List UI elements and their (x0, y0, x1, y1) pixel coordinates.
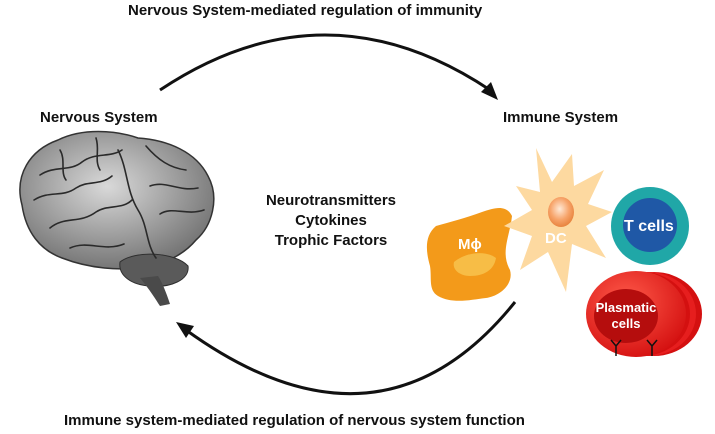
plasma-cells (586, 271, 702, 357)
plasma-label-line2: cells (611, 316, 641, 331)
macrophage-cell (426, 208, 512, 301)
top-caption: Nervous System-mediated regulation of im… (128, 2, 483, 19)
nervous-system-title: Nervous System (40, 109, 158, 126)
dendritic-label: DC (545, 230, 567, 247)
tcell-cell (611, 187, 689, 265)
brain-icon (19, 130, 215, 306)
mediator-cytokines: Cytokines (295, 212, 367, 229)
immune-system-title: Immune System (503, 109, 619, 126)
top-arrow (159, 33, 498, 100)
dendritic-cell (504, 148, 612, 292)
plasma-label-line1: Plasmatic (595, 300, 657, 315)
macrophage-label: Mϕ (458, 236, 482, 253)
mediator-trophic-factors: Trophic Factors (274, 232, 388, 249)
mediator-neurotransmitters: Neurotransmitters (265, 192, 397, 209)
bottom-arrow (176, 301, 517, 395)
bottom-caption: Immune system-mediated regulation of ner… (64, 412, 525, 429)
tcells-label: T cells (624, 218, 674, 235)
